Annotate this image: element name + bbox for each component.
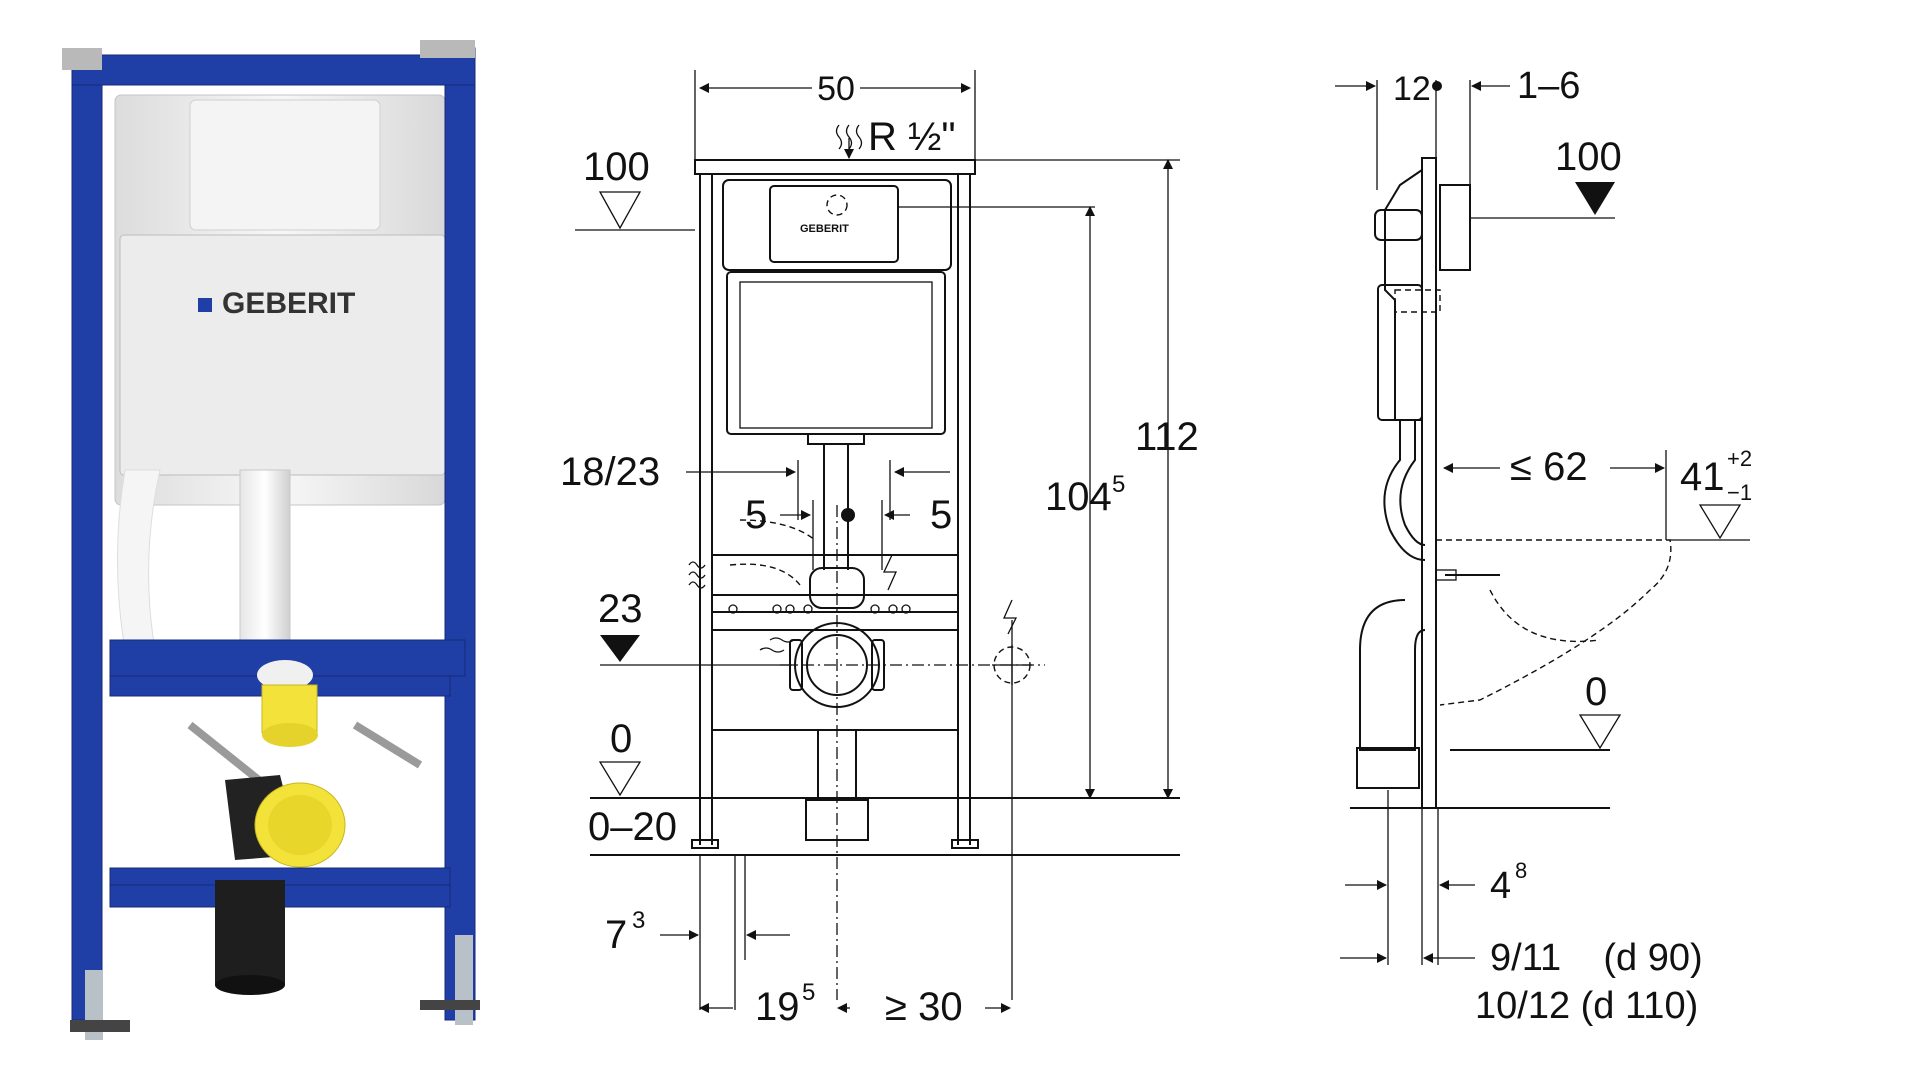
water-supply-icon <box>835 124 863 150</box>
dim-bottom-left: 19 <box>755 985 800 1029</box>
dim-drain-spacing: 18/23 <box>560 450 660 494</box>
dim-height-inner-sup: 5 <box>1112 471 1125 498</box>
dim-leg-offset-sup: 3 <box>632 907 645 934</box>
dim-rim-tol-plus: +2 <box>1727 446 1752 471</box>
dim-foot-depth-sup: 8 <box>1515 858 1527 883</box>
cistern-panel <box>119 234 446 476</box>
level-marker-icon <box>598 191 642 230</box>
water-connection-label: R ½" <box>868 115 956 159</box>
side-level-floor-label: 0 <box>1585 670 1607 714</box>
water-icon <box>688 561 706 589</box>
front-level-drain-label: 23 <box>598 587 643 631</box>
dim-height-inner: 104 <box>1045 475 1112 519</box>
dim-offset-left: 5 <box>745 493 767 537</box>
side-level-top-label: 100 <box>1555 135 1622 179</box>
front-view: GEBERIT <box>560 70 1199 1029</box>
dim-foot-depth: 4 <box>1490 865 1511 907</box>
dim-bottom-left-sup: 5 <box>802 979 815 1006</box>
front-level-top-label: 100 <box>583 145 650 189</box>
side-view: 12 1–6 100 ≤ 62 41 +2 −1 0 4 8 9/11 <box>1335 65 1752 1027</box>
dim-bottom-right: ≥ 30 <box>885 985 963 1029</box>
dim-rim-tol-minus: −1 <box>1727 480 1752 505</box>
electric-icon <box>1002 599 1018 635</box>
electric-icon-inner <box>882 554 898 591</box>
dim-floor-range: 0–20 <box>588 805 677 849</box>
geberit-logo-icon <box>198 298 212 312</box>
front-level-floor-label: 0 <box>610 717 632 761</box>
level-filled-icon <box>600 635 640 662</box>
dim-rim-height: 41 <box>1680 455 1725 499</box>
dim-width-top: 50 <box>817 70 855 108</box>
dim-offset-right: 5 <box>930 493 952 537</box>
dim-pipe-d110: 10/12 (d 110) <box>1475 985 1698 1027</box>
dim-height-total: 112 <box>1135 415 1199 459</box>
dim-pipe-d90: 9/11 (d 90) <box>1490 937 1703 979</box>
product-photo: GEBERIT <box>62 40 480 1040</box>
svg-text:GEBERIT: GEBERIT <box>800 223 849 235</box>
dim-leg-offset: 7 <box>605 913 627 957</box>
brand-label: GEBERIT <box>222 287 355 320</box>
dim-depth-top: 12 <box>1393 70 1431 108</box>
dim-gap-top: 1–6 <box>1517 65 1580 107</box>
dim-projection: ≤ 62 <box>1510 445 1588 489</box>
